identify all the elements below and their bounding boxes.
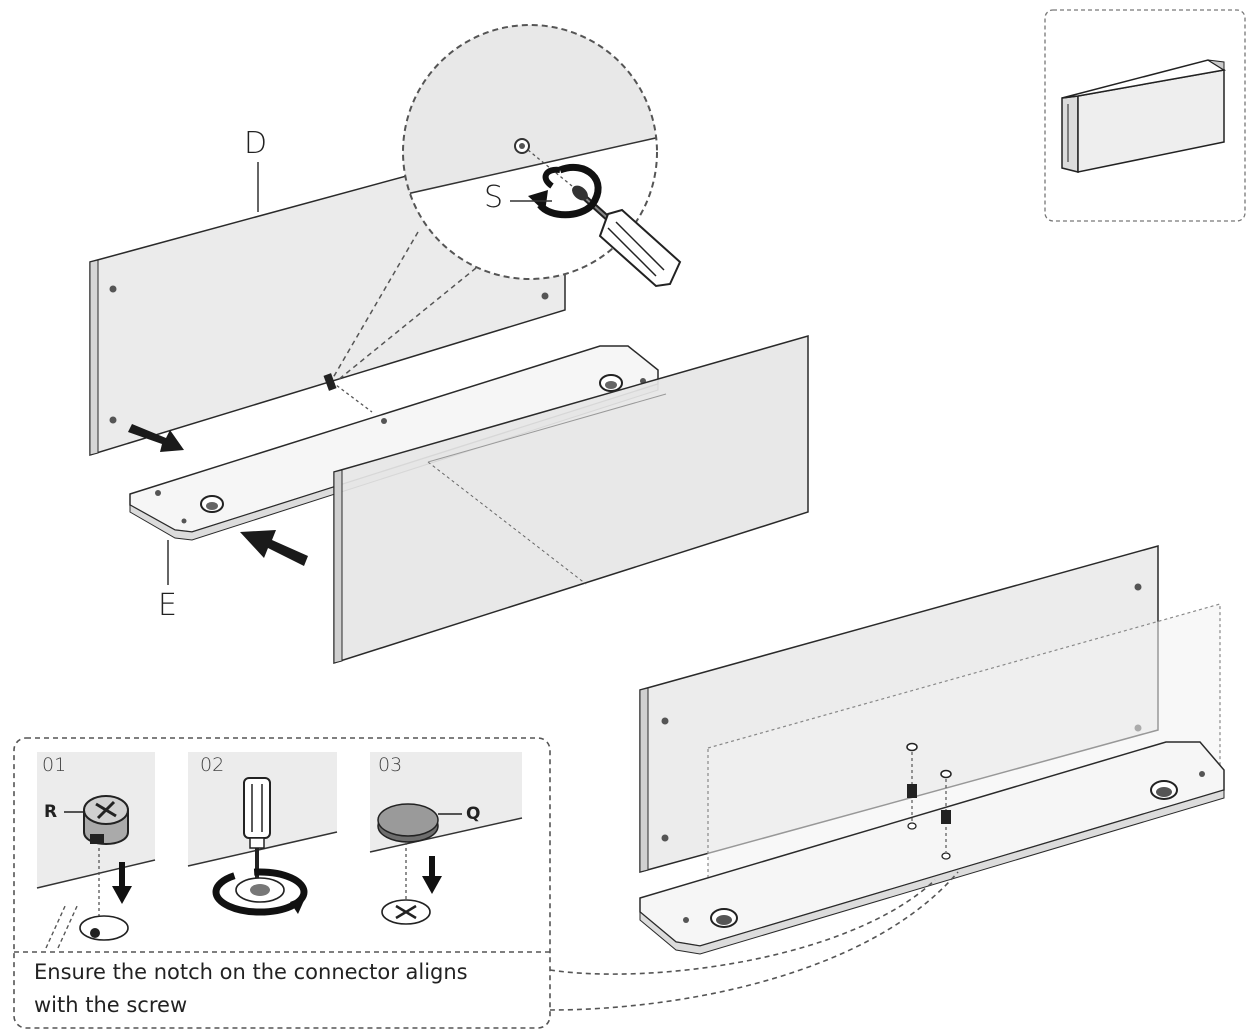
part-label-d: D [244, 126, 268, 161]
step-02 [187, 752, 338, 916]
overview-inset [1044, 9, 1246, 222]
alignment-note: Ensure the notch on the connector aligns… [34, 956, 534, 1022]
note-line-2: with the screw [34, 993, 188, 1017]
step-number-03: 03 [378, 754, 403, 776]
note-connector [549, 879, 936, 975]
note-line-1: Ensure the notch on the connector aligns [34, 960, 468, 984]
step-number-01: 01 [42, 754, 67, 776]
part-label-e: E [158, 588, 177, 623]
part-label-q: Q [466, 804, 481, 824]
step-number-02: 02 [200, 754, 225, 776]
note-connector [45, 903, 67, 949]
assembled-view [639, 545, 1225, 955]
step-03 [369, 752, 523, 925]
steps-callout [13, 737, 551, 1029]
part-label-r: R [44, 802, 58, 822]
step-01 [36, 752, 156, 941]
note-connector [57, 903, 79, 949]
note-connector [549, 871, 959, 1011]
zoom-funnel-right [337, 267, 477, 381]
cover-cap-icon [377, 803, 439, 843]
front-panel [333, 335, 809, 665]
part-label-s: S [484, 180, 504, 215]
push-arrow-icon [240, 530, 308, 566]
down-arrow-icon [112, 862, 132, 904]
down-arrow-icon [422, 856, 442, 894]
push-arrow-icon [128, 424, 184, 452]
cam-connector-icon [83, 795, 129, 845]
zoom-funnel [329, 231, 419, 384]
